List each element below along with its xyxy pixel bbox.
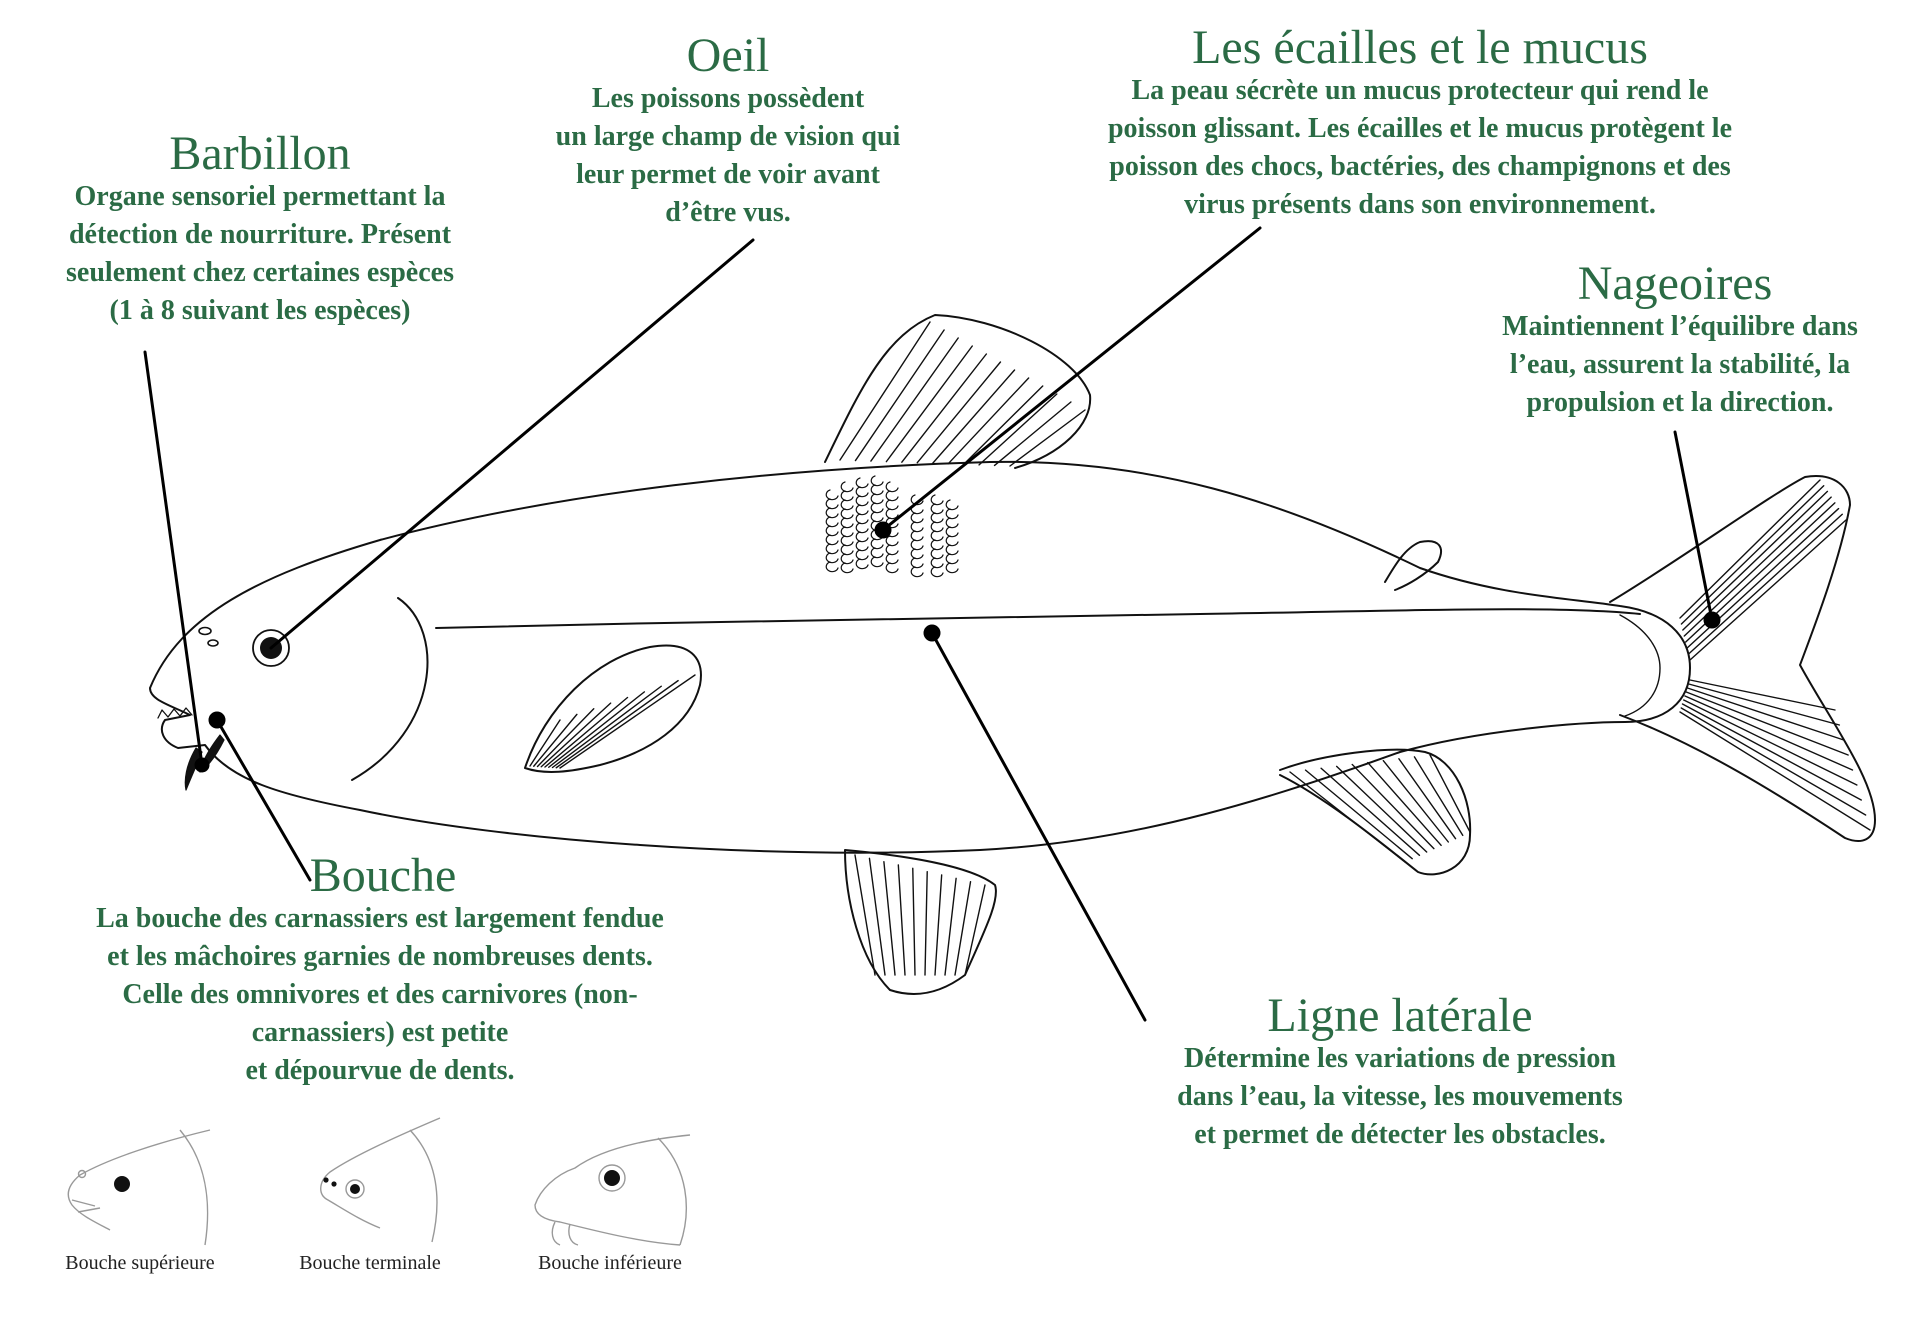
label-barbillon-description: Organe sensoriel permettant la détection…: [10, 178, 510, 330]
scales-patch: [825, 475, 959, 578]
lateral-line: [435, 608, 1641, 629]
leader-line-ligne-laterale: [930, 631, 1147, 1022]
label-ligne-laterale-description: Détermine les variations de pression dan…: [1115, 1040, 1685, 1154]
description-line: un large champ de vision qui: [555, 121, 901, 152]
description-line: Organe sensoriel permettant la: [74, 181, 446, 212]
description-line: d’être vus.: [665, 197, 791, 228]
description-line: détection de nourriture. Présent: [68, 219, 452, 250]
caption-bouche-inferieure: Bouche inférieure: [538, 1252, 682, 1274]
label-barbillon-title: Barbillon: [169, 127, 351, 180]
label-nageoires-title: Nageoires: [1577, 257, 1773, 310]
description-line: leur permet de voir avant: [576, 159, 880, 190]
dorsal-fin: [824, 314, 1092, 469]
description-line: et permet de détecter les obstacles.: [1194, 1119, 1606, 1150]
description-line: et les mâchoires garnies de nombreuses d…: [107, 941, 653, 972]
description-line: carnassiers) est petite: [251, 1017, 509, 1048]
description-line: (1 à 8 suivant les espèces): [109, 295, 411, 326]
gill-cover: [351, 597, 429, 781]
label-ecailles-description: La peau sécrète un mucus protecteur qui …: [1000, 72, 1840, 224]
description-line: dans l’eau, la vitesse, les mouvements: [1177, 1081, 1623, 1112]
description-line: poisson glissant. Les écailles et le muc…: [1107, 113, 1732, 144]
tail-fin: [1609, 475, 1876, 842]
label-oeil-title: Oeil: [686, 29, 770, 82]
pectoral-fin: [524, 644, 702, 773]
leader-line-nageoires: [1673, 430, 1714, 622]
pelvic-fin: [844, 849, 997, 996]
nostril: [198, 626, 212, 636]
label-ecailles-title: Les écailles et le mucus: [1192, 21, 1648, 74]
description-line: Détermine les variations de pression: [1184, 1043, 1616, 1074]
label-oeil-description: Les poissons possèdent un large champ de…: [478, 80, 978, 232]
teeth: [157, 707, 193, 719]
leader-line-bouche: [215, 718, 312, 882]
description-line: et dépourvue de dents.: [245, 1055, 515, 1086]
description-line: La bouche des carnassiers est largement …: [96, 903, 664, 934]
label-nageoires-description: Maintiennent l’équilibre dans l’eau, ass…: [1445, 308, 1915, 422]
description-line: Maintiennent l’équilibre dans: [1502, 311, 1858, 342]
eye: [252, 629, 290, 667]
label-bouche-title: Bouche: [309, 849, 457, 902]
description-line: Les poissons possèdent: [591, 83, 865, 114]
label-bouche-description: La bouche des carnassiers est largement …: [30, 900, 730, 1090]
caption-bouche-terminale: Bouche terminale: [299, 1252, 441, 1274]
leader-line-oeil: [269, 238, 755, 650]
leader-line-ecailles: [881, 226, 1262, 532]
thumbnail-bouche-superieure: [67, 1129, 211, 1246]
fish-body: [149, 460, 1691, 854]
description-line: seulement chez certaines espèces: [66, 257, 454, 288]
description-line: l’eau, assurent la stabilité, la: [1509, 349, 1851, 380]
thumbnail-bouche-terminale: [320, 1117, 441, 1243]
description-line: poisson des chocs, bactéries, des champi…: [1109, 151, 1731, 182]
anal-fin: [1279, 748, 1472, 876]
description-line: Celle des omnivores et des carnivores (n…: [122, 979, 638, 1010]
description-line: virus présents dans son environnement.: [1184, 189, 1656, 220]
leader-line-barbillon: [143, 350, 204, 767]
description-line: propulsion et la direction.: [1526, 387, 1834, 418]
nostril: [207, 639, 219, 647]
caption-bouche-superieure: Bouche supérieure: [65, 1252, 215, 1274]
label-ligne-laterale-title: Ligne latérale: [1267, 989, 1533, 1042]
thumbnail-bouche-inferieure: [534, 1134, 691, 1246]
description-line: La peau sécrète un mucus protecteur qui …: [1131, 75, 1709, 106]
